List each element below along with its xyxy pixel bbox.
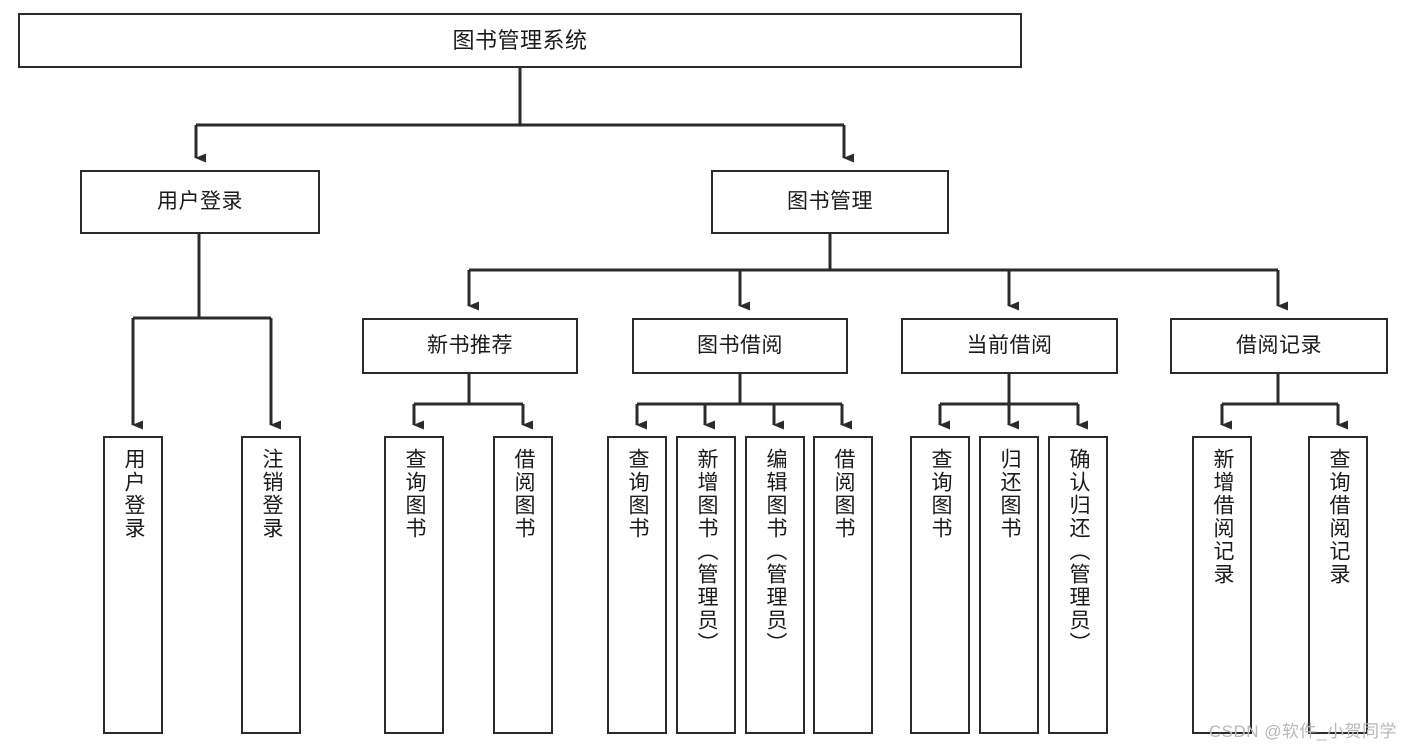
edge-root-to-level2 [194,68,854,163]
node-leaf-query-book-2[interactable]: 查询图书 [607,436,667,734]
node-leaf-query-borrow-record[interactable]: 查询借阅记录 [1308,436,1368,734]
node-label: 编辑图书（管理员） [764,448,788,655]
node-leaf-add-book[interactable]: 新增图书（管理员） [676,436,736,734]
node-label: 查询图书 [929,448,953,540]
node-leaf-return-book[interactable]: 归还图书 [979,436,1039,734]
node-label: 新增借阅记录 [1211,448,1235,586]
node-current-borrow[interactable]: 当前借阅 [901,318,1118,374]
node-label: 查询图书 [626,448,650,540]
node-book-management-system[interactable]: 图书管理系统 [18,13,1022,68]
node-label: 图书借阅 [697,333,783,357]
edge-book-borrow-to-leaves [635,374,852,430]
node-label: 新书推荐 [427,333,513,357]
edge-user-login-to-leaves [131,234,281,430]
node-leaf-borrow-book-2[interactable]: 借阅图书 [813,436,873,734]
node-leaf-borrow-book-1[interactable]: 借阅图书 [493,436,553,734]
edge-current-borrow-to-leaves [938,374,1088,430]
node-label: 借阅图书 [832,448,856,540]
node-label: 借阅记录 [1236,333,1322,357]
node-leaf-add-borrow-record[interactable]: 新增借阅记录 [1192,436,1252,734]
node-label: 图书管理 [787,189,873,213]
csdn-watermark: CSDN @软件_小贺同学 [1208,722,1397,741]
node-book-manage[interactable]: 图书管理 [711,170,949,234]
edge-book-manage-to-level3 [467,234,1288,311]
node-leaf-user-login[interactable]: 用户登录 [103,436,163,734]
edge-borrow-record-to-leaves [1220,374,1348,430]
node-label: 用户登录 [157,189,243,213]
node-label: 当前借阅 [966,333,1053,357]
node-label: 注销登录 [260,448,284,540]
node-new-book-recommend[interactable]: 新书推荐 [362,318,578,374]
node-leaf-logout-login[interactable]: 注销登录 [241,436,301,734]
node-label: 用户登录 [122,448,146,540]
node-label: 图书管理系统 [452,27,588,53]
node-leaf-query-book-3[interactable]: 查询图书 [910,436,970,734]
node-label: 新增图书（管理员） [695,448,719,655]
edge-new-book-recommend-to-leaves [412,374,533,430]
node-leaf-confirm-return[interactable]: 确认归还（管理员） [1048,436,1108,734]
node-label: 查询借阅记录 [1327,448,1351,586]
node-label: 借阅图书 [512,448,536,540]
node-label: 确认归还（管理员） [1067,448,1091,655]
node-borrow-record[interactable]: 借阅记录 [1170,318,1388,374]
node-user-login[interactable]: 用户登录 [80,170,320,234]
node-leaf-edit-book[interactable]: 编辑图书（管理员） [745,436,805,734]
node-book-borrow[interactable]: 图书借阅 [632,318,848,374]
node-leaf-query-book-1[interactable]: 查询图书 [384,436,444,734]
node-label: 归还图书 [998,448,1022,540]
node-label: 查询图书 [403,448,427,540]
